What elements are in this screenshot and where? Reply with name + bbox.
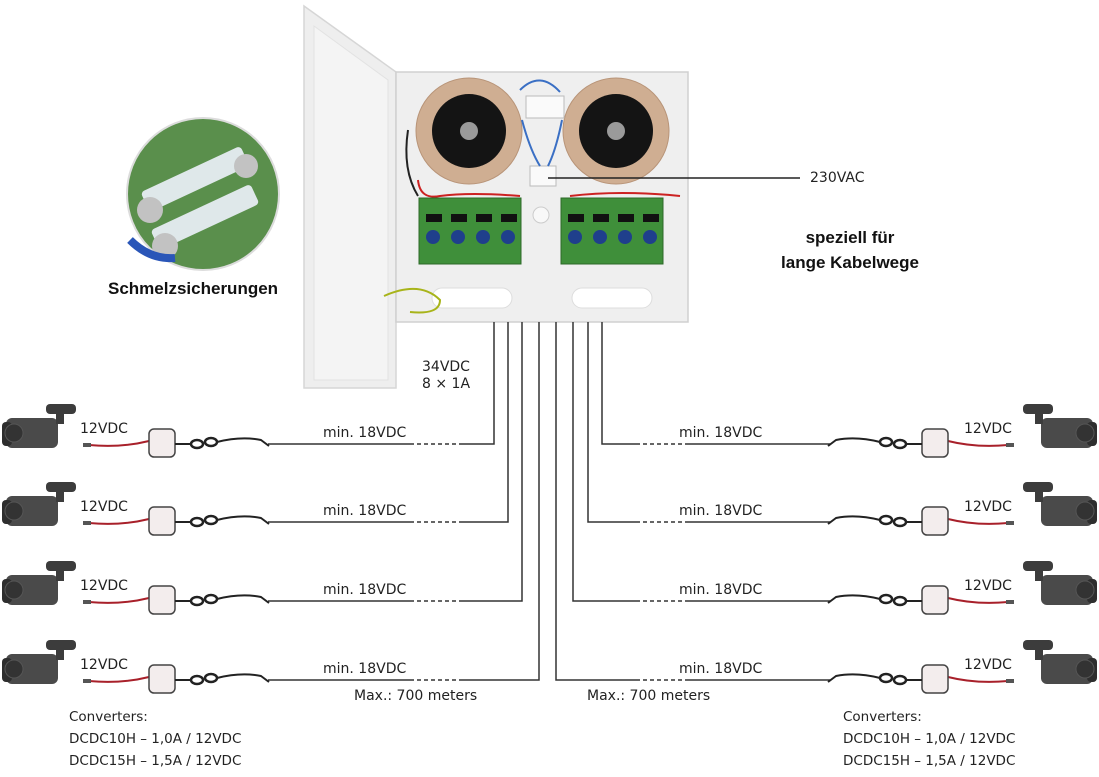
dc-converter-icon <box>83 428 270 458</box>
right-line-voltage: min. 18VDC <box>679 503 763 519</box>
right-line-voltage: min. 18VDC <box>679 661 763 677</box>
dc-converter-icon <box>827 428 1014 458</box>
right-camera-voltage: 12VDC <box>964 499 1012 515</box>
dc-converter-icon <box>83 506 270 536</box>
left-line-voltage: min. 18VDC <box>323 425 407 441</box>
right-cable-drop <box>555 322 636 681</box>
transformer-left-icon <box>415 77 523 185</box>
left-camera-voltage: 12VDC <box>80 657 128 673</box>
transformer-right-icon <box>562 77 670 185</box>
right-max-distance: Max.: 700 meters <box>587 688 711 704</box>
right-converter-item: DCDC15H – 1,5A / 12VDC <box>843 753 1016 769</box>
cable-slot-left <box>431 287 513 309</box>
right-camera-voltage: 12VDC <box>964 657 1012 673</box>
cable-slot-right <box>571 287 653 309</box>
long-cable-note-line2: lange Kabelwege <box>781 253 919 272</box>
camera-icon <box>1023 482 1097 526</box>
right-converter-item: DCDC10H – 1,0A / 12VDC <box>843 731 1016 747</box>
camera-icon <box>1023 640 1097 684</box>
dc-converter-icon <box>827 585 1014 615</box>
power-supply-cabinet-icon <box>303 4 689 389</box>
right-converters-title: Converters: <box>843 709 922 725</box>
camera-icon <box>2 404 76 448</box>
fuse-label: Schmelzsicherungen <box>108 279 279 298</box>
right-line-voltage: min. 18VDC <box>679 425 763 441</box>
left-cable-drop <box>462 322 523 602</box>
left-converters-title: Converters: <box>69 709 148 725</box>
right-converters-info: Converters: DCDC10H – 1,0A / 12VDC DCDC1… <box>843 706 1015 772</box>
mains-voltage-label: 230VAC <box>810 170 865 186</box>
left-cable-drop <box>462 322 509 523</box>
output-wires <box>268 322 830 681</box>
right-camera-voltage: 12VDC <box>964 578 1012 594</box>
left-camera-voltage: 12VDC <box>80 578 128 594</box>
terminal-block-icon <box>525 95 565 119</box>
left-camera-voltage: 12VDC <box>80 421 128 437</box>
left-camera-voltage: 12VDC <box>80 499 128 515</box>
output-current-label: 8 × 1A <box>422 376 471 392</box>
camera-devices <box>2 404 1097 694</box>
right-line-voltage: min. 18VDC <box>679 582 763 598</box>
mains-terminal-icon <box>529 165 557 187</box>
right-cable-drop <box>572 322 636 602</box>
camera-icon <box>2 561 76 605</box>
left-cable-drop <box>462 322 540 681</box>
left-line-voltage: min. 18VDC <box>323 582 407 598</box>
output-voltage-label: 34VDC <box>422 359 470 375</box>
left-max-distance: Max.: 700 meters <box>354 688 478 704</box>
dc-converter-icon <box>827 506 1014 536</box>
left-converter-item: DCDC10H – 1,0A / 12VDC <box>69 731 242 747</box>
pcb-right-icon <box>560 197 664 265</box>
long-cable-note-line1: speziell für <box>805 228 895 247</box>
left-cable-drop <box>462 322 495 445</box>
right-cable-drop <box>587 322 636 523</box>
camera-icon <box>2 640 76 684</box>
left-line-voltage: min. 18VDC <box>323 503 407 519</box>
right-camera-voltage: 12VDC <box>964 421 1012 437</box>
camera-icon <box>1023 561 1097 605</box>
cabinet-door-panel <box>313 25 389 381</box>
dc-converter-icon <box>83 664 270 694</box>
dc-converter-icon <box>827 664 1014 694</box>
dc-converter-icon <box>83 585 270 615</box>
right-cable-drop <box>601 322 636 445</box>
left-line-voltage: min. 18VDC <box>323 661 407 677</box>
left-converter-item: DCDC15H – 1,5A / 12VDC <box>69 753 242 769</box>
left-converters-info: Converters: DCDC10H – 1,0A / 12VDC DCDC1… <box>69 706 241 772</box>
fuse-closeup-icon <box>126 117 280 271</box>
camera-icon <box>2 482 76 526</box>
camera-icon <box>1023 404 1097 448</box>
pcb-left-icon <box>418 197 522 265</box>
